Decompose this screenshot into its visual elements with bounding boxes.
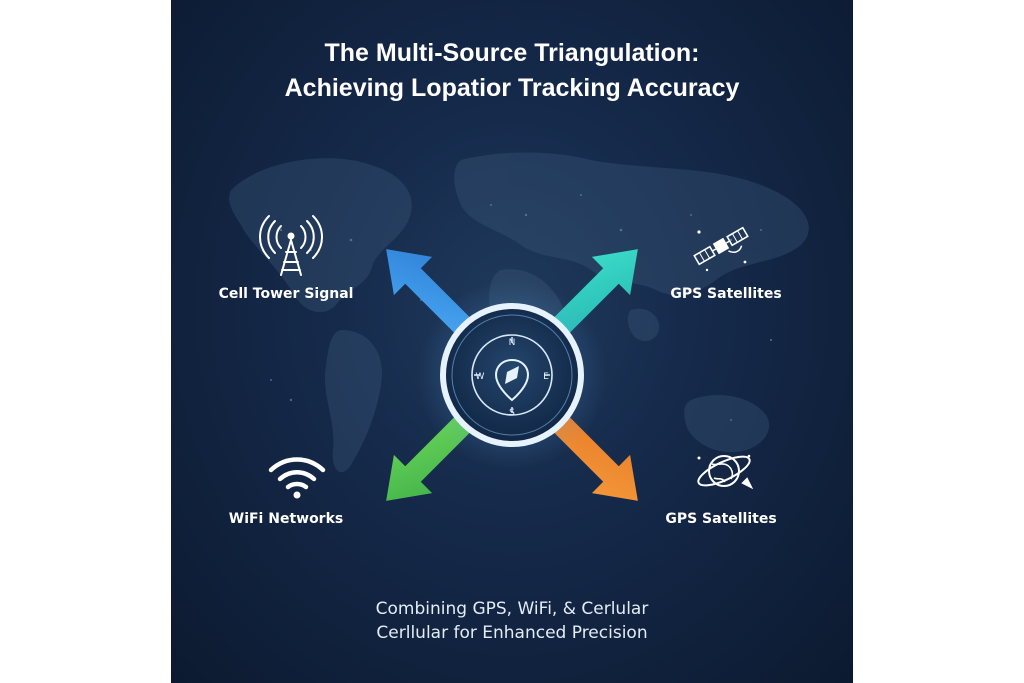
sparkle-dots (697, 230, 747, 272)
title-line-1: The Multi-Source Triangulation: (324, 39, 700, 67)
infographic-panel: N S W E (171, 0, 853, 683)
label-gps-satellites-bottom: GPS Satellites (665, 511, 777, 527)
cell-tower-icon (259, 215, 323, 276)
title-line-2: Achieving Lopatior Tracking Accuracy (284, 74, 740, 102)
satellite-icon (693, 226, 749, 266)
globe-orbit-icon (697, 454, 754, 490)
compass-south-label: S (509, 408, 515, 418)
location-compass-icon (494, 358, 530, 402)
compass-west-label: W (476, 372, 485, 382)
label-cell-tower-signal: Cell Tower Signal (218, 286, 354, 302)
compass-north-label: N (509, 338, 516, 348)
caption-line-2: Cerllular for Enhanced Precision (376, 623, 648, 643)
central-compass-hub: N S W E (417, 280, 607, 470)
label-gps-satellites-top: GPS Satellites (670, 286, 782, 302)
label-wifi-networks: WiFi Networks (228, 511, 344, 527)
compass-east-label: E (543, 372, 549, 382)
wifi-icon (268, 457, 326, 499)
caption-line-1: Combining GPS, WiFi, & Cerlular (375, 599, 649, 619)
diagram-art: N S W E (229, 152, 809, 501)
